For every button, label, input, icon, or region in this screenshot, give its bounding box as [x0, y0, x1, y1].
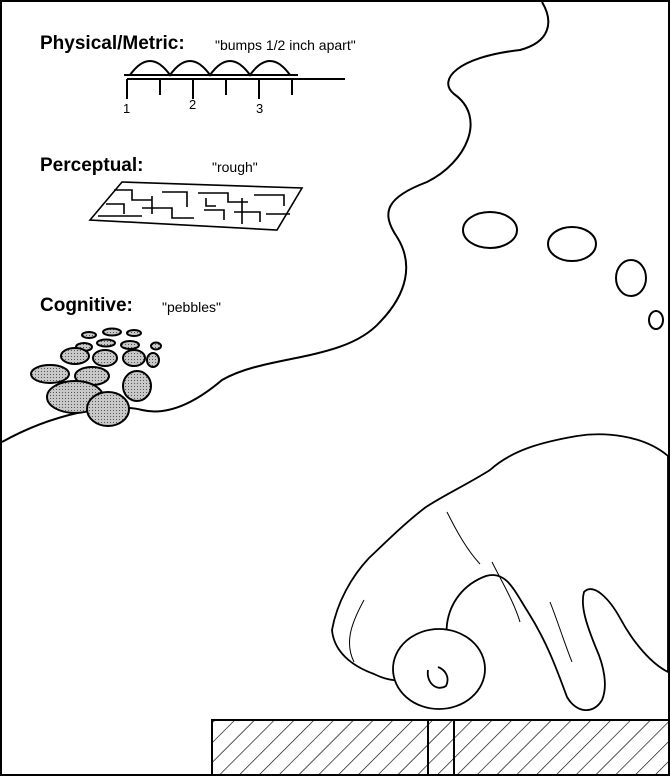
physical-metric-heading: Physical/Metric: — [40, 33, 185, 54]
thought-bubble-2 — [547, 226, 597, 262]
ruler-tick-label-2: 2 — [189, 97, 197, 112]
hand — [331, 433, 668, 712]
hatched-surface — [211, 719, 668, 774]
thought-bubble-1 — [462, 211, 518, 249]
ruler-tick-label-3: 3 — [256, 101, 264, 116]
ruler-tick-label-1: 1 — [123, 101, 131, 116]
perceptual-heading: Perceptual: — [40, 155, 144, 176]
cognitive-heading: Cognitive: — [40, 295, 133, 316]
rough-texture-grid — [88, 181, 304, 231]
cognitive-quote: "pebbles" — [162, 299, 221, 315]
perceptual-quote: "rough" — [212, 159, 258, 175]
thought-bubble-3 — [615, 259, 647, 297]
thought-bubble-4 — [648, 310, 664, 330]
thought-cloud — [2, 2, 550, 443]
pebbles — [30, 327, 162, 427]
bump-ruler — [124, 60, 345, 99]
physical-metric-quote: "bumps 1/2 inch apart" — [215, 37, 356, 53]
